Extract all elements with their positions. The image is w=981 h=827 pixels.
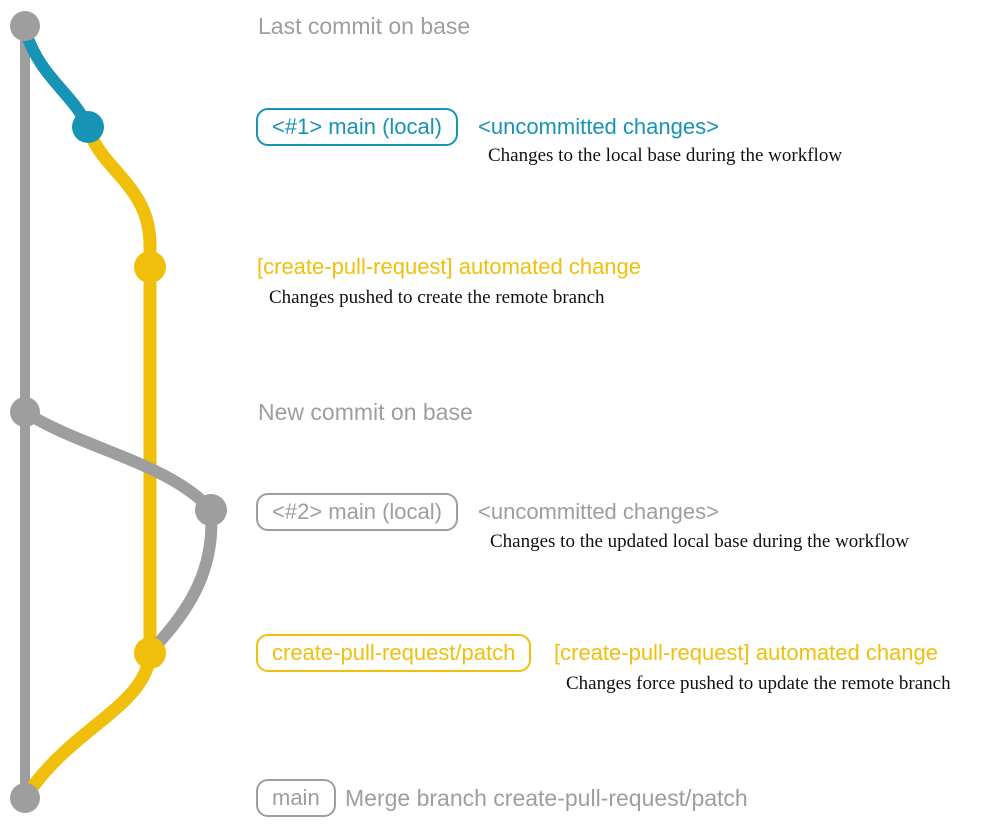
branch-badge-main: main [256,779,336,817]
annotation-automated-1: Changes pushed to create the remote bran… [269,287,605,308]
branch-badge-main-local-1: <#1> main (local) [256,108,458,146]
commit-dot-last-base [10,11,40,41]
commit-dot-new-base [10,397,40,427]
git-graph [10,11,227,813]
commit-message-uncommitted-2: <uncommitted changes> [478,499,719,524]
commit-dot-merge [10,783,40,813]
commit-dot-uncommitted-2 [195,494,227,526]
branch-badge-patch: create-pull-request/patch [256,634,532,672]
annotation-uncommitted-1: Changes to the local base during the wor… [488,145,843,166]
commit-message-merge: Merge branch create-pull-request/patch [345,785,748,811]
local-main-branch-line [19,24,94,133]
commit-dot-automated-change-2 [134,637,166,669]
commit-message-automated-1: [create-pull-request] automated change [257,254,642,279]
updated-main-branch-line [19,406,218,656]
commit-dot-uncommitted-1 [72,111,104,143]
annotation-automated-2: Changes force pushed to update the remot… [566,673,951,694]
commit-message-new-base: New commit on base [258,399,473,425]
commit-message-uncommitted-1: <uncommitted changes> [478,114,719,139]
branch-badge-main-local-2: <#2> main (local) [256,493,458,531]
commit-message-automated-2: [create-pull-request] automated change [554,640,939,665]
commit-message-last-base: Last commit on base [258,13,471,39]
commit-dot-automated-change-1 [134,251,166,283]
annotation-uncommitted-2: Changes to the updated local base during… [490,531,909,552]
